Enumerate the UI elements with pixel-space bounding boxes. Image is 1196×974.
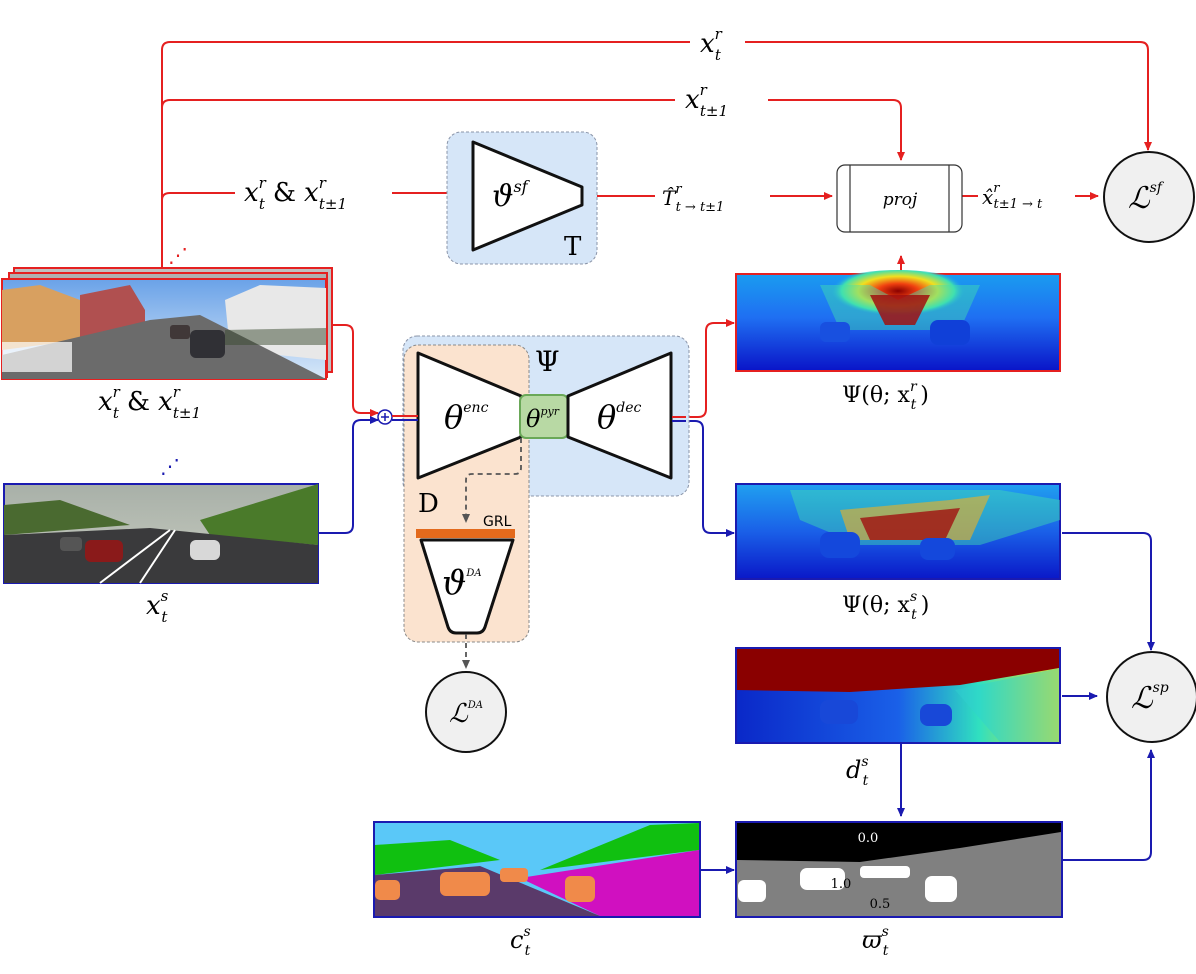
proj-label: proj (883, 190, 918, 210)
loss-da-label: ℒDA (449, 699, 483, 729)
real-stack-ellipsis: ⋰ (168, 243, 188, 267)
loss-sp-circle (1106, 651, 1196, 743)
loss-sf-label: ℒsf (1128, 180, 1165, 216)
depth-real-map (735, 270, 1061, 372)
weight-value-road: 0.5 (870, 897, 891, 912)
synthetic-data-paths (318, 416, 1155, 874)
real-image-stack: ⋰ (1, 243, 333, 380)
pose-block-letter: T (564, 232, 582, 262)
real-image (1, 278, 327, 380)
segmentation-map (373, 821, 701, 918)
pose-network-shape (471, 140, 584, 252)
grl-bar (416, 529, 515, 538)
real-data-paths (161, 41, 1152, 418)
synthetic-image (3, 483, 319, 584)
da-block-letter: D (418, 489, 439, 519)
encoder-label: θenc (444, 398, 489, 436)
psi-label: Ψ (535, 345, 560, 378)
synthetic-ellipsis: ⋰ (160, 454, 180, 478)
loss-sf-circle (1103, 151, 1195, 243)
decoder-label: θdec (597, 398, 642, 436)
encoder-shape (416, 351, 523, 480)
loss-da-circle (425, 671, 507, 753)
weight-value-car: 1.0 (831, 877, 852, 892)
weight-value-sky: 0.0 (858, 831, 879, 846)
decoder-shape (566, 351, 673, 480)
pyramid-label: θpyr (526, 405, 560, 433)
proj-box (836, 164, 963, 233)
pose-network-label: ϑsf (492, 177, 531, 214)
weight-map: 0.0 1.0 0.5 (735, 821, 1063, 918)
ground-truth-depth-map (735, 647, 1061, 744)
depth-synthetic-map (735, 483, 1061, 580)
da-network-shape (419, 538, 515, 635)
da-network-label: ϑDA (442, 563, 482, 603)
grl-label: GRL (483, 514, 512, 530)
loss-sp-label: ℒsp (1131, 680, 1169, 716)
